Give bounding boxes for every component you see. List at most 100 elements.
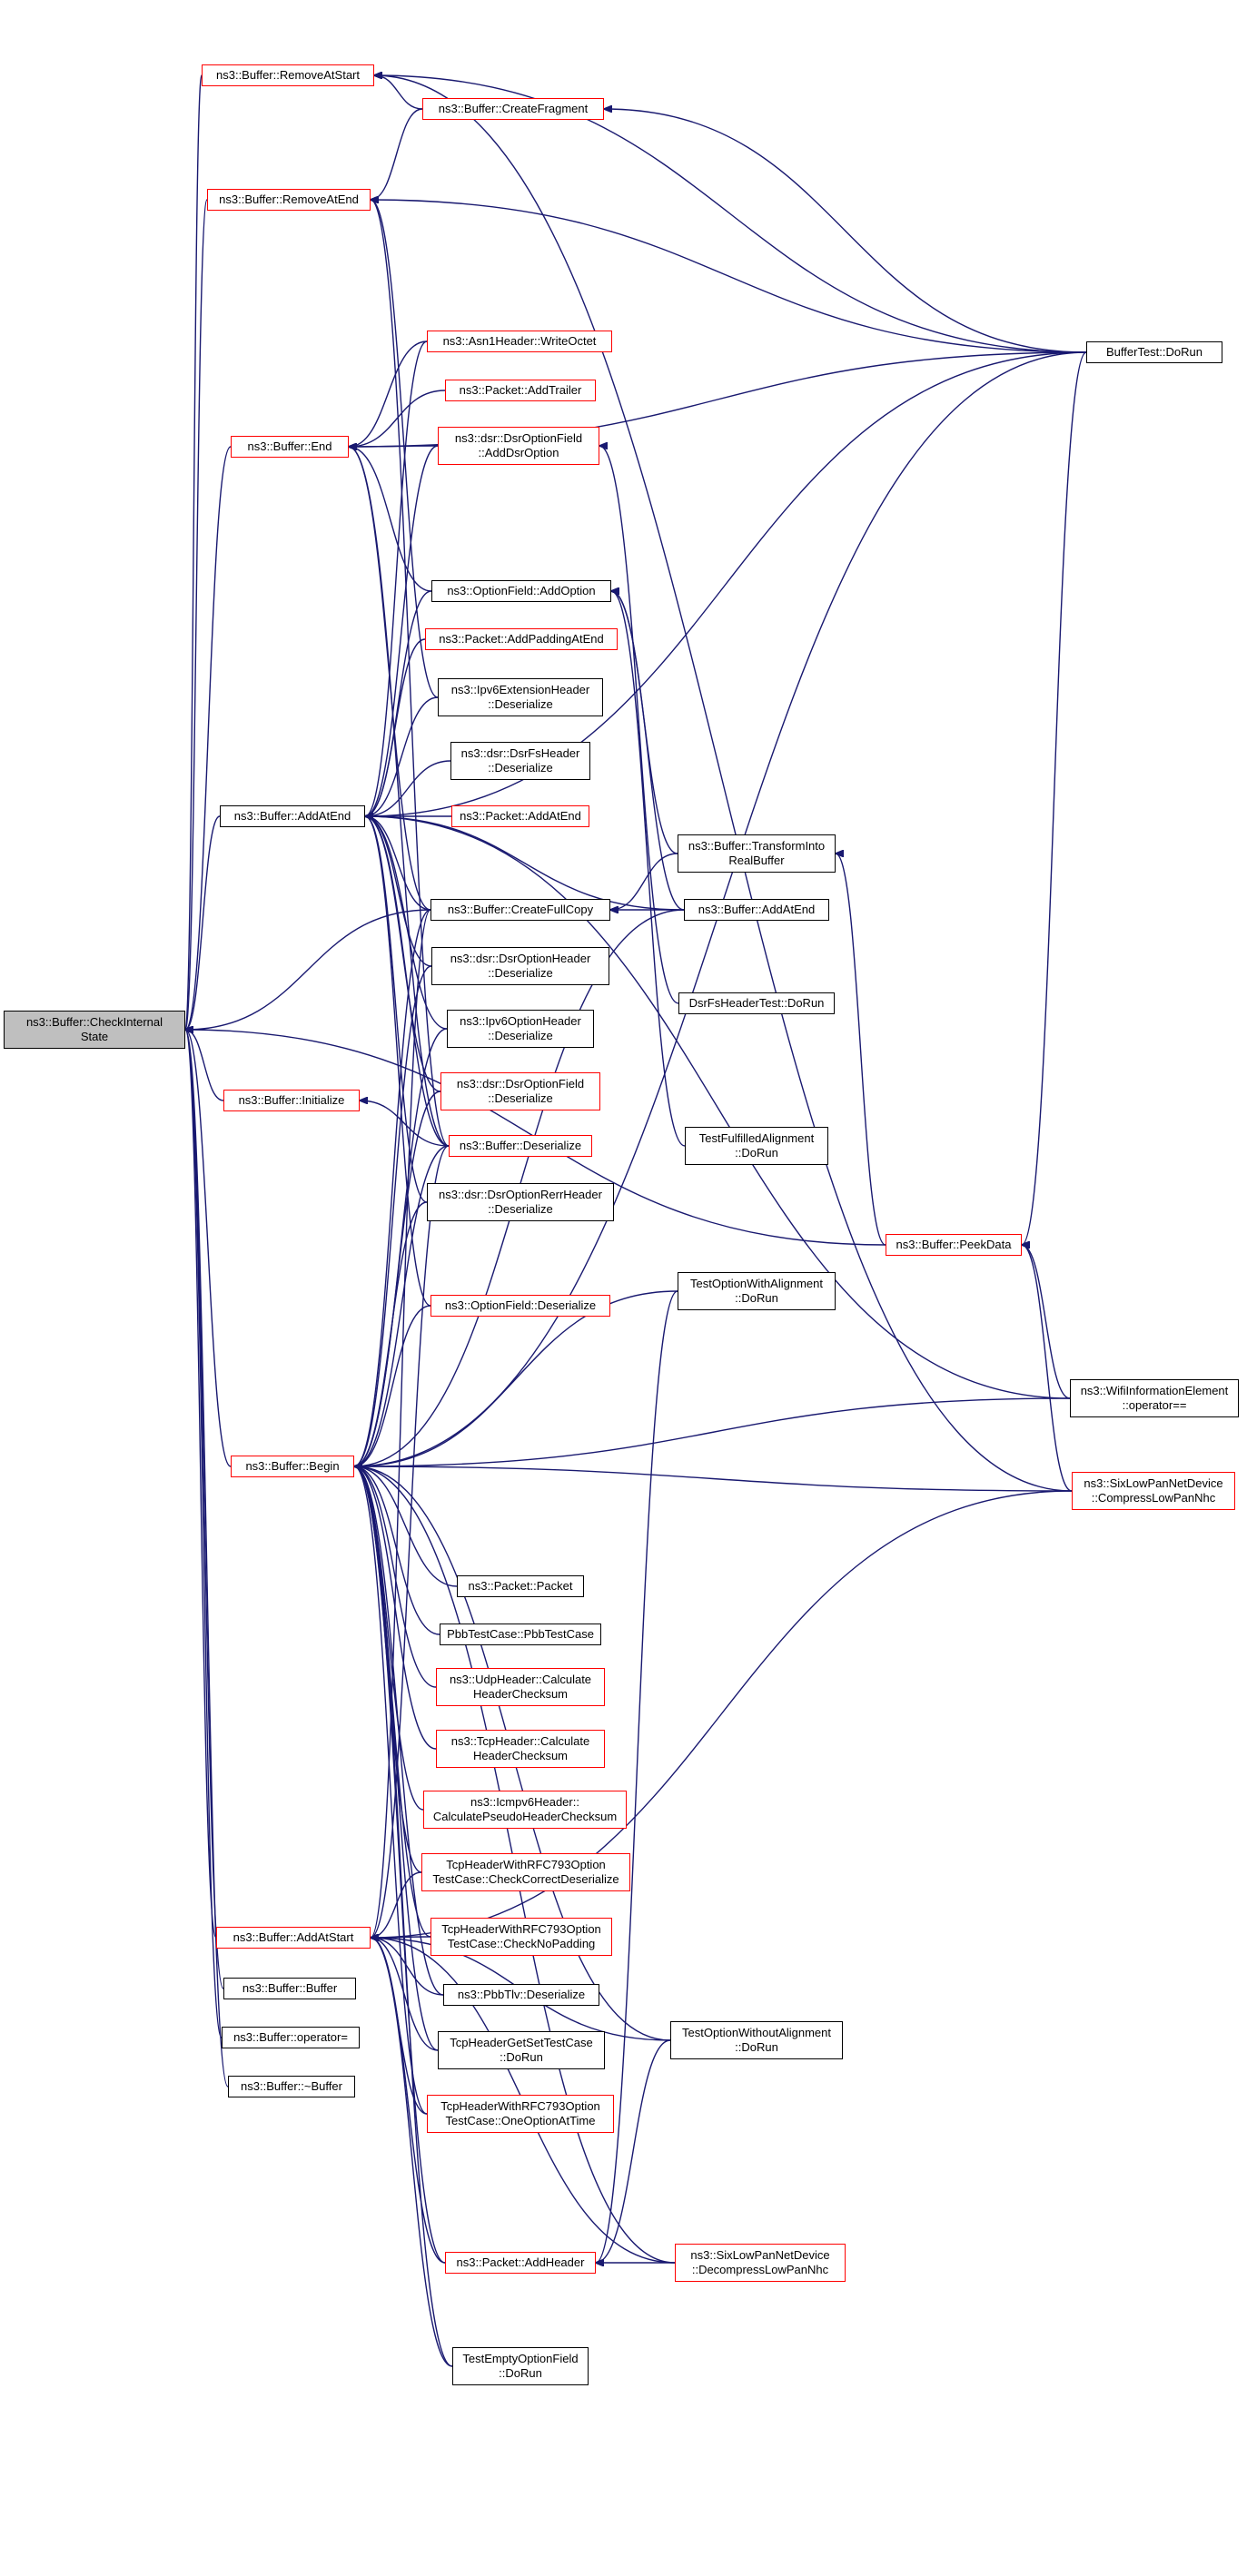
call-edge-fulfilled-to-optaddopt <box>611 591 686 1147</box>
node-buffer-create-full-copy[interactable]: ns3::Buffer::CreateFullCopy <box>431 899 610 921</box>
call-edge-optaddopt-to-end <box>349 447 432 592</box>
node-ipv6-extension-header-deserialize[interactable]: ns3::Ipv6ExtensionHeader ::Deserialize <box>438 678 603 716</box>
node-optionfield-add-option[interactable]: ns3::OptionField::AddOption <box>431 580 611 602</box>
node-optionfield-deserialize[interactable]: ns3::OptionField::Deserialize <box>431 1295 610 1317</box>
call-edge-buffertest-to-addatend <box>365 351 1087 816</box>
node-create-fragment[interactable]: ns3::Buffer::CreateFragment <box>422 98 604 120</box>
call-edge-tcpgetset-to-begin <box>354 1466 439 2051</box>
call-edges <box>185 75 1087 2367</box>
call-edge-fullcopy-to-check <box>185 909 431 1030</box>
call-edge-tcpgetset-to-addatstart <box>371 1938 439 2051</box>
node-tcp-one-option-at-time[interactable]: TcpHeaderWithRFC793Option TestCase::OneO… <box>427 2095 614 2133</box>
call-edge-asn1-to-end <box>349 341 428 447</box>
node-buffer-operator-assign[interactable]: ns3::Buffer::operator= <box>222 2027 360 2048</box>
node-dsr-option-rerr-header-deserialize[interactable]: ns3::dsr::DsrOptionRerrHeader ::Deserial… <box>427 1183 614 1221</box>
node-udp-header-calculate-checksum[interactable]: ns3::UdpHeader::Calculate HeaderChecksum <box>436 1668 605 1706</box>
call-edge-tcponeopt-to-begin <box>354 1466 428 2115</box>
node-sixlowpan-compress-lowpan-nhc[interactable]: ns3::SixLowPanNetDevice ::CompressLowPan… <box>1072 1472 1235 1510</box>
call-edge-operatoreq-to-check <box>185 1030 223 2038</box>
node-buffer-deserialize[interactable]: ns3::Buffer::Deserialize <box>449 1135 592 1157</box>
node-icmpv6-calculate-pseudo-header-checksum[interactable]: ns3::Icmpv6Header:: CalculatePseudoHeade… <box>423 1791 627 1829</box>
call-edge-fullcopy-to-begin <box>354 909 431 1466</box>
call-edge-adddsropt-to-addatend <box>365 445 439 816</box>
call-edge-wifiinfo-to-begin <box>354 1397 1071 1466</box>
node-buffer-add-at-end-2[interactable]: ns3::Buffer::AddAtEnd <box>684 899 829 921</box>
node-dsr-option-header-deserialize[interactable]: ns3::dsr::DsrOptionHeader ::Deserialize <box>431 947 609 985</box>
call-edge-compress-to-begin <box>354 1466 1073 1492</box>
call-edge-compress-to-removestart <box>374 75 1073 1492</box>
call-edge-fullcopy-to-addatstart <box>371 909 431 1938</box>
call-edge-ipv6ext-to-removeend <box>371 200 439 698</box>
call-edge-buffertest-to-removestart <box>374 75 1087 353</box>
node-test-empty-option-field-dorun[interactable]: TestEmptyOptionField ::DoRun <box>452 2347 589 2385</box>
call-edge-ipv6opt-to-begin <box>354 1028 448 1466</box>
call-edge-transform-to-optaddopt <box>611 591 678 854</box>
call-edge-withalign-to-addheader <box>596 1290 678 2263</box>
node-packet-add-trailer[interactable]: ns3::Packet::AddTrailer <box>445 380 596 401</box>
call-edge-buffertest-to-removeend <box>371 200 1087 353</box>
node-dsr-add-dsr-option[interactable]: ns3::dsr::DsrOptionField ::AddDsrOption <box>438 427 599 465</box>
node-test-fulfilled-alignment-dorun[interactable]: TestFulfilledAlignment ::DoRun <box>685 1127 828 1165</box>
node-dsr-fs-header-deserialize[interactable]: ns3::dsr::DsrFsHeader ::Deserialize <box>450 742 590 780</box>
node-sixlowpan-decompress-lowpan-nhc[interactable]: ns3::SixLowPanNetDevice ::DecompressLowP… <box>675 2244 846 2282</box>
call-edge-addatstart-to-check <box>185 1030 217 1939</box>
call-edge-udpcsum-to-begin <box>354 1466 437 1688</box>
node-buffer-destructor[interactable]: ns3::Buffer::~Buffer <box>228 2076 355 2097</box>
node-dsr-option-field-deserialize[interactable]: ns3::dsr::DsrOptionField ::Deserialize <box>440 1072 600 1110</box>
call-edge-compress-to-addatstart <box>371 1490 1073 1938</box>
call-edge-fullcopy-to-addatend <box>365 816 431 911</box>
call-edge-buffertest-to-peekdata <box>1022 351 1087 1245</box>
node-test-option-with-alignment-dorun[interactable]: TestOptionWithAlignment ::DoRun <box>678 1272 836 1310</box>
node-buffer-test-dorun[interactable]: BufferTest::DoRun <box>1086 341 1222 363</box>
node-buffer-buffer[interactable]: ns3::Buffer::Buffer <box>223 1978 356 1999</box>
call-edge-bufdeser-to-begin <box>354 1145 450 1466</box>
node-pbb-tlv-deserialize[interactable]: ns3::PbbTlv::Deserialize <box>443 1984 599 2006</box>
node-remove-at-end[interactable]: ns3::Buffer::RemoveAtEnd <box>207 189 371 211</box>
node-tcp-header-calculate-checksum[interactable]: ns3::TcpHeader::Calculate HeaderChecksum <box>436 1730 605 1768</box>
node-buffer-add-at-end[interactable]: ns3::Buffer::AddAtEnd <box>220 805 365 827</box>
node-wifi-information-element-operator-eq[interactable]: ns3::WifiInformationElement ::operator== <box>1070 1379 1239 1417</box>
node-ipv6-option-header-deserialize[interactable]: ns3::Ipv6OptionHeader ::Deserialize <box>447 1010 594 1048</box>
call-edge-ipv6ext-to-addatend <box>365 696 439 816</box>
node-packet-packet[interactable]: ns3::Packet::Packet <box>457 1575 584 1597</box>
call-edge-dsrrerr-to-addatend <box>365 816 428 1203</box>
node-remove-at-start[interactable]: ns3::Buffer::RemoveAtStart <box>202 64 374 86</box>
node-buffer-transform-into-real-buffer[interactable]: ns3::Buffer::TransformInto RealBuffer <box>678 834 836 873</box>
node-packet-add-header[interactable]: ns3::Packet::AddHeader <box>445 2252 596 2274</box>
node-pbb-test-case[interactable]: PbbTestCase::PbbTestCase <box>440 1624 601 1645</box>
node-buffer-add-at-start[interactable]: ns3::Buffer::AddAtStart <box>216 1927 371 1949</box>
node-tcp-header-get-set-dorun[interactable]: TcpHeaderGetSetTestCase ::DoRun <box>438 2031 605 2069</box>
call-edge-ipv6opt-to-addatend <box>365 816 448 1030</box>
call-edge-end-to-check <box>185 446 232 1030</box>
node-asn1header-writeoctet[interactable]: ns3::Asn1Header::WriteOctet <box>427 331 612 352</box>
call-edge-emptyopt-to-addatstart <box>371 1938 453 2367</box>
call-edge-destructor-to-check <box>185 1030 229 2087</box>
node-dsr-fs-header-test-dorun[interactable]: DsrFsHeaderTest::DoRun <box>678 992 835 1014</box>
node-packet-add-padding-at-end[interactable]: ns3::Packet::AddPaddingAtEnd <box>425 628 618 650</box>
call-edge-withoutalign-to-addheader <box>596 2039 671 2263</box>
call-edge-bufaddatend2-to-addatend <box>365 816 685 911</box>
call-edge-packet-to-begin <box>354 1466 458 1587</box>
call-edge-addheader-to-begin <box>354 1466 446 2264</box>
call-edge-bufdeser-to-removeend <box>371 200 450 1147</box>
call-edge-createfrag-to-removestart <box>374 75 423 110</box>
call-edge-asn1-to-addatend <box>365 341 428 816</box>
call-edge-tcponeopt-to-addatstart <box>371 1938 428 2115</box>
node-buffer-begin[interactable]: ns3::Buffer::Begin <box>231 1456 354 1477</box>
call-edge-wifiinfo-to-addatend <box>365 816 1071 1399</box>
node-packet-add-at-end[interactable]: ns3::Packet::AddAtEnd <box>451 805 589 827</box>
call-edge-removeend-to-check <box>185 199 208 1030</box>
node-tcp-check-no-padding[interactable]: TcpHeaderWithRFC793Option TestCase::Chec… <box>431 1918 612 1956</box>
call-edge-pbbtlv-to-addatstart <box>371 1938 444 1996</box>
call-edge-begin-to-check <box>185 1030 232 1467</box>
node-tcp-check-correct-deserialize[interactable]: TcpHeaderWithRFC793Option TestCase::Chec… <box>421 1853 630 1891</box>
node-test-option-without-alignment-dorun[interactable]: TestOptionWithoutAlignment ::DoRun <box>670 2021 843 2059</box>
node-buffer-initialize[interactable]: ns3::Buffer::Initialize <box>223 1090 360 1111</box>
call-edge-compress-to-peekdata <box>1022 1245 1073 1492</box>
call-edge-wifiinfo-to-peekdata <box>1022 1245 1071 1399</box>
call-edge-bufdeser-to-addatend <box>365 816 450 1147</box>
call-edge-bufdeser-to-initialize <box>360 1100 450 1147</box>
node-buffer-end[interactable]: ns3::Buffer::End <box>231 436 349 458</box>
node-buffer-peek-data[interactable]: ns3::Buffer::PeekData <box>886 1234 1022 1256</box>
call-edge-transform-to-fullcopy <box>610 853 678 910</box>
